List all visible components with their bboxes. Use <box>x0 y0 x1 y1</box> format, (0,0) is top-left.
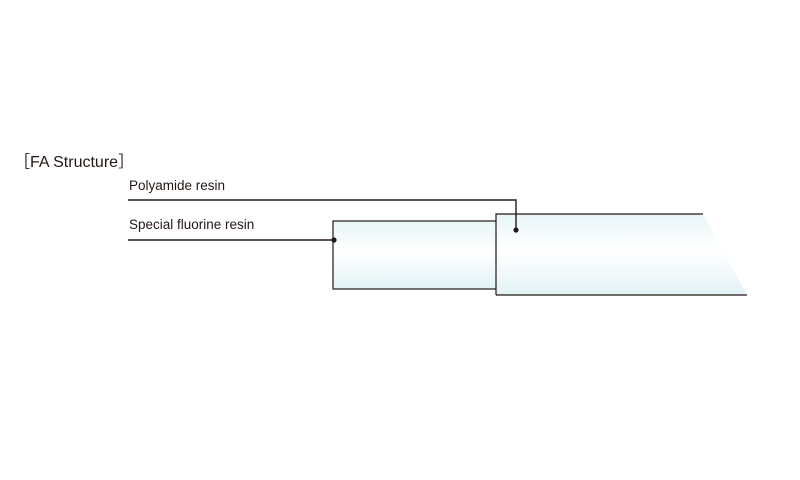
leader-line-polyamide <box>128 199 517 230</box>
outer-layer-polyamide <box>496 214 747 295</box>
outer-layer-outline <box>495 213 703 295</box>
inner-layer-fluorine <box>332 220 498 290</box>
label-polyamide-resin: Polyamide resin <box>129 178 225 193</box>
leader-dot-polyamide <box>513 227 519 233</box>
leader-dot-fluorine <box>331 237 337 243</box>
label-special-fluorine-resin: Special fluorine resin <box>129 217 254 232</box>
diagram-title: ［FA Structure］ <box>14 153 134 171</box>
